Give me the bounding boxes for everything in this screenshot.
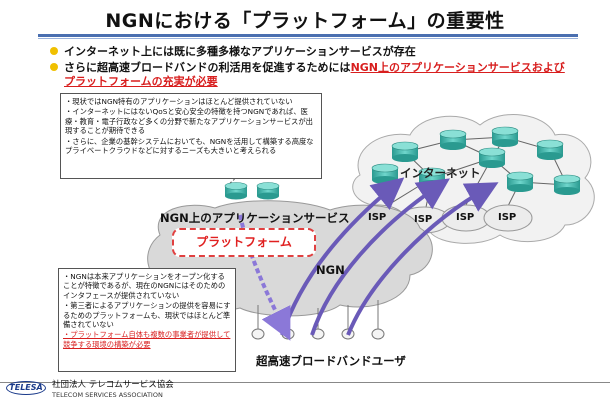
bullet-2: さらに超高速ブロードバンドの利活用を促進するためにはNGN上のアプリケーションサ… [50,61,565,74]
bullet-1: インターネット上には既に多種多様なアプリケーションサービスが存在 [50,45,416,58]
note-bottom: ・NGNは本来アプリケーションをオープン化することが特徴であるが、現在のNGNに… [58,268,236,372]
callout-line [229,177,237,184]
note-top: ・現状ではNGN特有のアプリケーションはほとんど提供されていない ・インターネッ… [60,93,322,179]
label-ngn: NGN [316,263,345,277]
platform-servers [224,182,280,200]
label-isp-1: ISP [368,212,387,223]
label-isp-4: ISP [498,212,517,223]
title-rule [38,34,578,37]
label-internet: インターネット [400,166,481,180]
footer-rule [0,382,610,383]
page-title: NGNにおける「プラットフォーム」の重要性 [105,10,505,32]
label-ngn-apps: NGN上のアプリケーションサービス [160,211,350,225]
bullet-dot-icon [50,63,58,71]
label-users: 超高速ブロードバンドユーザ [256,354,406,368]
platform-box: プラットフォーム [172,228,316,257]
label-isp-2: ISP [414,214,433,225]
footer-org: 社団法人 テレコムサービス協会 TELECOM SERVICES ASSOCIA… [52,380,174,399]
telesa-logo: TELESA [6,381,46,395]
label-isp-3: ISP [456,212,475,223]
title-rule-thin [38,38,578,39]
traffic-arrows [238,177,499,341]
server-icons [371,126,581,195]
bullet-2-cont: プラットフォームの充実が必要 [64,75,218,88]
bullet-dot-icon [50,47,58,55]
